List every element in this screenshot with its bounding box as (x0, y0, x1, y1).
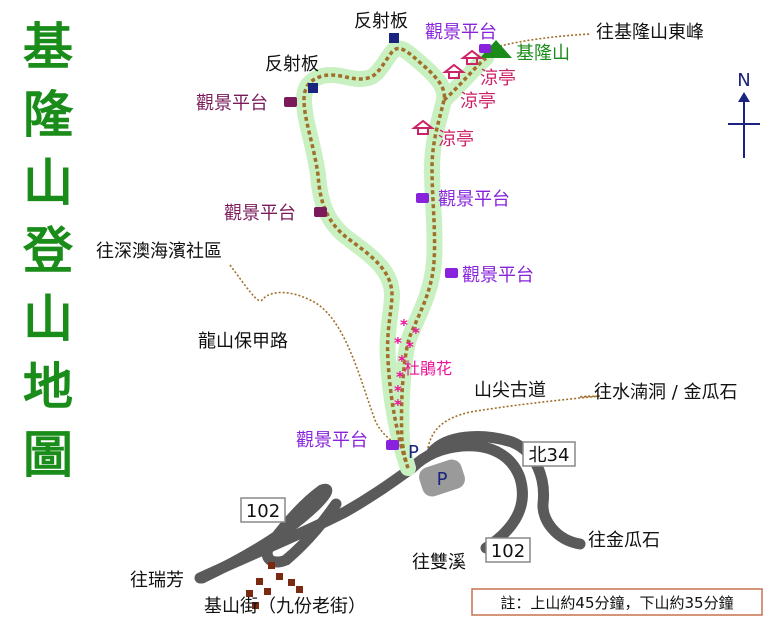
time-note: 註：上山約45分鐘，下山約35分鐘 (471, 588, 763, 616)
azalea-star-icon: * (406, 338, 414, 356)
reflector-top-label: 反射板 (354, 11, 408, 32)
time-note-text: 註：上山約45分鐘，下山約35分鐘 (500, 594, 733, 612)
to-shuinandong-label: 往水湳洞 / 金瓜石 (594, 382, 738, 403)
trail-loop (302, 46, 447, 469)
peak-label: 基隆山 (516, 43, 570, 64)
map-title-char: 山 (23, 154, 73, 212)
to-ruifang-label: 往瑞芳 (130, 570, 184, 591)
azalea-label: 杜鵑花 (404, 359, 452, 378)
map-title-char: 圖 (23, 426, 73, 484)
route-north34-box (522, 441, 576, 467)
viewpoint-right-1-marker (416, 193, 429, 203)
time-note-box (471, 588, 763, 616)
route-102-box-b (485, 537, 531, 563)
parking-lot-label: P (437, 469, 448, 490)
pavilion-1-label: 涼亭 (480, 68, 516, 89)
viewpoint-right-2-label: 觀景平台 (462, 265, 534, 286)
road-102-main (194, 440, 528, 584)
azalea-star-icon: * (394, 396, 402, 414)
viewpoint-right-1-label: 觀景平台 (438, 189, 510, 210)
north-arrow: N (728, 70, 760, 158)
azalea-star-icon: * (398, 352, 406, 370)
peak-icon (480, 40, 512, 58)
shanjian-trail-label: 山尖古道 (474, 380, 546, 401)
street-block (276, 573, 283, 580)
street-block (246, 590, 253, 597)
parking-lot-shape (419, 459, 465, 497)
longshan-road-label: 龍山保甲路 (198, 331, 288, 352)
azalea-star-icon: * (394, 382, 402, 400)
viewpoint-left-1-label: 觀景平台 (196, 93, 268, 114)
reflector-left-label: 反射板 (265, 54, 319, 75)
street-block (268, 562, 275, 569)
reflector-left-marker (308, 83, 318, 93)
reflector-top-marker (389, 33, 399, 43)
map-title-char: 山 (23, 290, 73, 348)
north-arrow-head (738, 92, 750, 102)
to-shuangxi-label: 往雙溪 (412, 552, 466, 573)
route-102-label-b: 102 (491, 541, 525, 562)
map-title-char: 地 (23, 358, 73, 416)
street-block (296, 586, 303, 593)
viewpoint-top-label: 觀景平台 (425, 22, 497, 43)
route-102-label-a: 102 (246, 501, 280, 522)
route-north34-sign: 北34 (522, 441, 576, 467)
viewpoint-bottom-label: 觀景平台 (296, 430, 368, 451)
pavilion-3-icon (411, 119, 435, 135)
road-102-switchback (196, 483, 342, 584)
jishan-street-label: 基山街（九份老街） (204, 596, 366, 617)
parking-lot: P (419, 459, 465, 497)
trail-to-east-peak (499, 33, 591, 47)
viewpoint-left-2-label: 觀景平台 (224, 203, 296, 224)
to-shenao-label: 往深澳海濱社區 (96, 241, 222, 262)
map-title-char: 基 (23, 18, 73, 76)
street-block (256, 578, 263, 585)
viewpoint-top-marker (479, 44, 491, 53)
trail-glow-loop (296, 40, 453, 476)
trail-longshan (229, 264, 399, 447)
route-102-sign-a: 102 (240, 497, 286, 523)
azalea-star-icon: * (396, 368, 404, 386)
pavilion-3-label: 涼亭 (438, 129, 474, 150)
street-block (264, 588, 271, 595)
trail-summit-link (442, 56, 488, 102)
pavilion-1-icon (442, 63, 466, 79)
street-block (252, 602, 259, 609)
azalea-star-icon: * (394, 334, 402, 352)
street-block (288, 579, 295, 586)
trail-shanjian (427, 395, 601, 449)
viewpoint-left-1-marker (284, 97, 297, 107)
north-label: N (737, 70, 750, 91)
map-title-char: 隆 (23, 86, 74, 144)
route-102-sign-b: 102 (485, 537, 531, 563)
azalea-star-icon: * (412, 324, 420, 342)
route-102-box-a (240, 497, 286, 523)
route-north34-label: 北34 (529, 445, 570, 466)
azalea-star-icon: * (400, 316, 408, 334)
viewpoint-right-2-marker (445, 268, 458, 278)
jishan-street-icon (246, 562, 303, 609)
to-east-peak-label: 往基隆山東峰 (596, 22, 704, 43)
parking-label: P (408, 442, 419, 463)
to-jinguashi-label: 往金瓜石 (588, 530, 660, 551)
viewpoint-left-2-marker (314, 207, 327, 217)
azalea-markers: ******** (394, 316, 420, 414)
pavilion-2-label: 涼亭 (460, 91, 496, 112)
map-title-char: 登 (22, 222, 74, 280)
viewpoint-bottom-marker (386, 440, 399, 450)
pavilion-2-icon (460, 49, 484, 65)
trail-route (229, 33, 601, 469)
